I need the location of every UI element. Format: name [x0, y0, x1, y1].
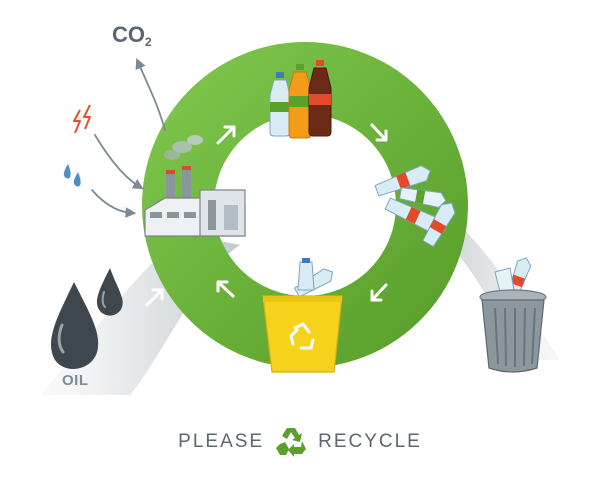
arrow-icon: [91, 189, 137, 218]
recycle-bin-icon: [262, 258, 343, 373]
trash-can-icon: [479, 257, 547, 373]
water-drop-icon: [63, 164, 81, 187]
co2-icon: CO2: [112, 22, 152, 49]
co2-subscript: 2: [145, 35, 152, 49]
footer-right-word: RECYCLE: [318, 431, 422, 452]
arrow-icon: [145, 288, 164, 307]
arrow-icon: [370, 283, 388, 302]
bottles-icon: [269, 60, 332, 139]
co2-label: CO: [112, 22, 145, 47]
factory-icon: [144, 135, 246, 237]
arrow-icon: [450, 285, 468, 304]
crushed-bottles-icon: [374, 165, 456, 248]
lightning-icon: [73, 104, 91, 134]
emission-arrows: [91, 58, 166, 218]
arrow-icon: [216, 125, 236, 145]
footer-left-word: PLEASE: [178, 431, 265, 452]
arrow-icon: [94, 134, 144, 190]
ring-arrows: [145, 123, 468, 307]
footer-banner: PLEASE RECYCLE: [0, 425, 600, 459]
arrow-icon: [135, 58, 166, 131]
arrow-icon: [216, 280, 235, 298]
oil-label: OIL: [62, 372, 89, 389]
recycle-icon: [276, 428, 307, 457]
arrow-icon: [370, 123, 388, 142]
oil-drop-icon: [51, 268, 123, 369]
